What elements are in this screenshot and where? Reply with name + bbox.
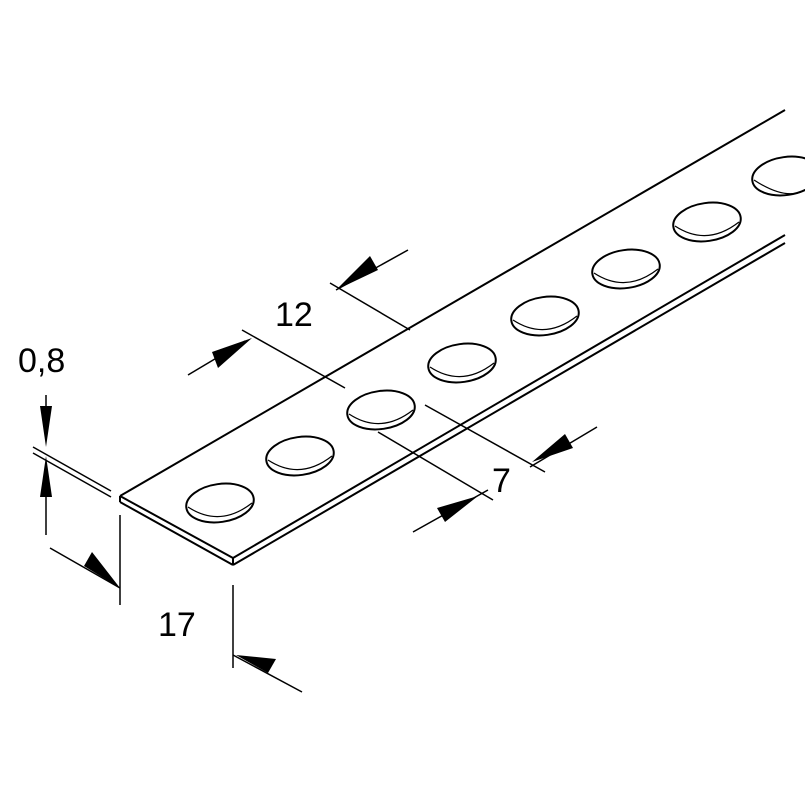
arrow-left-icon bbox=[236, 655, 276, 673]
pitch-label: 12 bbox=[275, 296, 313, 334]
hole bbox=[185, 482, 255, 524]
hole bbox=[672, 201, 742, 243]
arrow-down-icon bbox=[40, 406, 52, 447]
hole-diameter-label: 7 bbox=[492, 462, 511, 500]
hole bbox=[751, 155, 805, 197]
dimension-width: 17 bbox=[49, 515, 303, 693]
hole bbox=[510, 295, 580, 337]
hole bbox=[591, 248, 661, 290]
hole bbox=[346, 389, 416, 431]
arrow-right-icon bbox=[437, 496, 478, 522]
hole bbox=[265, 435, 335, 477]
arrow-up-icon bbox=[40, 456, 52, 497]
strip-back-edge bbox=[119, 109, 786, 497]
width-label: 17 bbox=[158, 606, 196, 644]
strip-end-top-edge bbox=[119, 495, 234, 559]
strip-bottom-edge bbox=[232, 242, 786, 566]
thickness-label: 0,8 bbox=[18, 342, 65, 380]
arrow-left-icon bbox=[532, 434, 573, 462]
dimension-thickness: 0,8 bbox=[18, 342, 112, 535]
strip-end-bottom-edge bbox=[119, 501, 234, 566]
dimension-pitch: 12 bbox=[187, 249, 411, 389]
dimension-hole-diameter: 7 bbox=[377, 404, 598, 533]
hole bbox=[427, 342, 497, 384]
arrow-right-icon bbox=[84, 552, 120, 588]
arrow-left-icon bbox=[336, 256, 378, 290]
strip-front-edge bbox=[232, 234, 786, 559]
holes bbox=[185, 155, 805, 524]
arrow-right-icon bbox=[212, 338, 252, 368]
